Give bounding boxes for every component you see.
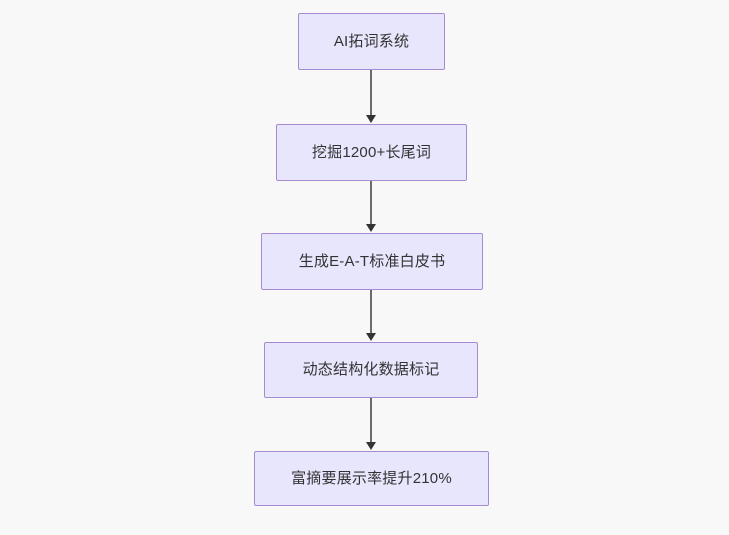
arrowhead-down-icon xyxy=(366,115,376,123)
flowchart-node-n4[interactable]: 动态结构化数据标记 xyxy=(264,342,478,398)
flowchart-edge-n3-n4 xyxy=(360,290,382,342)
flowchart-node-n1[interactable]: AI拓词系统 xyxy=(298,13,445,70)
flowchart-node-label: 挖掘1200+长尾词 xyxy=(311,143,432,161)
flowchart-node-n5[interactable]: 富摘要展示率提升210% xyxy=(254,451,489,506)
edge-line xyxy=(370,70,372,116)
flowchart-edge-n1-n2 xyxy=(360,70,382,124)
arrowhead-down-icon xyxy=(366,224,376,232)
flowchart-node-label: 生成E-A-T标准白皮书 xyxy=(298,252,446,270)
edge-line xyxy=(370,398,372,443)
flowchart-edge-n2-n3 xyxy=(360,181,382,233)
flowchart-node-n2[interactable]: 挖掘1200+长尾词 xyxy=(276,124,467,181)
arrowhead-down-icon xyxy=(366,442,376,450)
edge-line xyxy=(370,181,372,225)
flowchart-node-label: 动态结构化数据标记 xyxy=(302,361,440,378)
flowchart-node-n3[interactable]: 生成E-A-T标准白皮书 xyxy=(261,233,483,290)
edge-line xyxy=(370,290,372,334)
arrowhead-down-icon xyxy=(366,333,376,341)
flowchart-node-label: 富摘要展示率提升210% xyxy=(291,469,452,487)
flowchart-edge-n4-n5 xyxy=(360,398,382,451)
flowchart-node-label: AI拓词系统 xyxy=(333,32,410,50)
